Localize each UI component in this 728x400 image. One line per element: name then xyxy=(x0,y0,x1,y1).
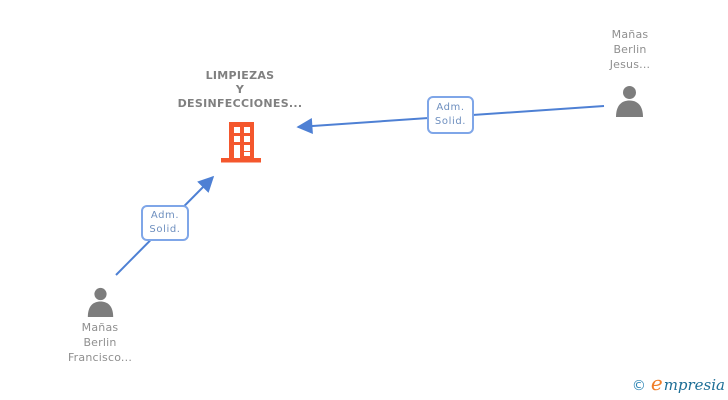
person-icon xyxy=(616,86,643,117)
building-icon xyxy=(221,122,261,163)
company-name-line: Y xyxy=(235,83,245,96)
relation-label-line: Solid. xyxy=(149,224,181,235)
person-name-line: Berlin xyxy=(613,43,647,56)
company-name-line: DESINFECCIONES... xyxy=(177,97,303,110)
company-name[interactable]: LIMPIEZAS Y DESINFECCIONES... xyxy=(155,69,325,111)
empresia-logo[interactable]: © e mpresia xyxy=(632,371,725,395)
relation-label-line: Adm. xyxy=(150,210,180,221)
person-name-francisco[interactable]: Mañas Berlin Francisco... xyxy=(38,320,162,365)
logo-brand-text: mpresia xyxy=(663,376,725,394)
relation-label-line: Solid. xyxy=(434,116,467,127)
company-name-line: LIMPIEZAS xyxy=(205,69,275,82)
person-node-francisco[interactable] xyxy=(85,286,116,318)
relation-box-adm-solid-right[interactable]: Adm. Solid. xyxy=(427,96,474,134)
company-node[interactable] xyxy=(221,121,261,163)
relation-label-line: Adm. xyxy=(436,102,465,113)
person-name-line: Berlin xyxy=(83,336,117,349)
logo-brand-initial: e xyxy=(650,371,663,395)
person-name-line: Jesus... xyxy=(609,58,651,71)
person-name-line: Mañas xyxy=(81,321,119,334)
person-node-jesus[interactable] xyxy=(613,85,646,117)
person-name-jesus[interactable]: Mañas Berlin Jesus... xyxy=(578,27,682,72)
relation-box-adm-solid-left[interactable]: Adm. Solid. xyxy=(141,205,189,241)
person-icon xyxy=(87,287,114,318)
person-name-line: Mañas xyxy=(611,28,649,41)
person-name-line: Francisco... xyxy=(67,351,133,364)
copyright-icon: © xyxy=(631,378,646,394)
